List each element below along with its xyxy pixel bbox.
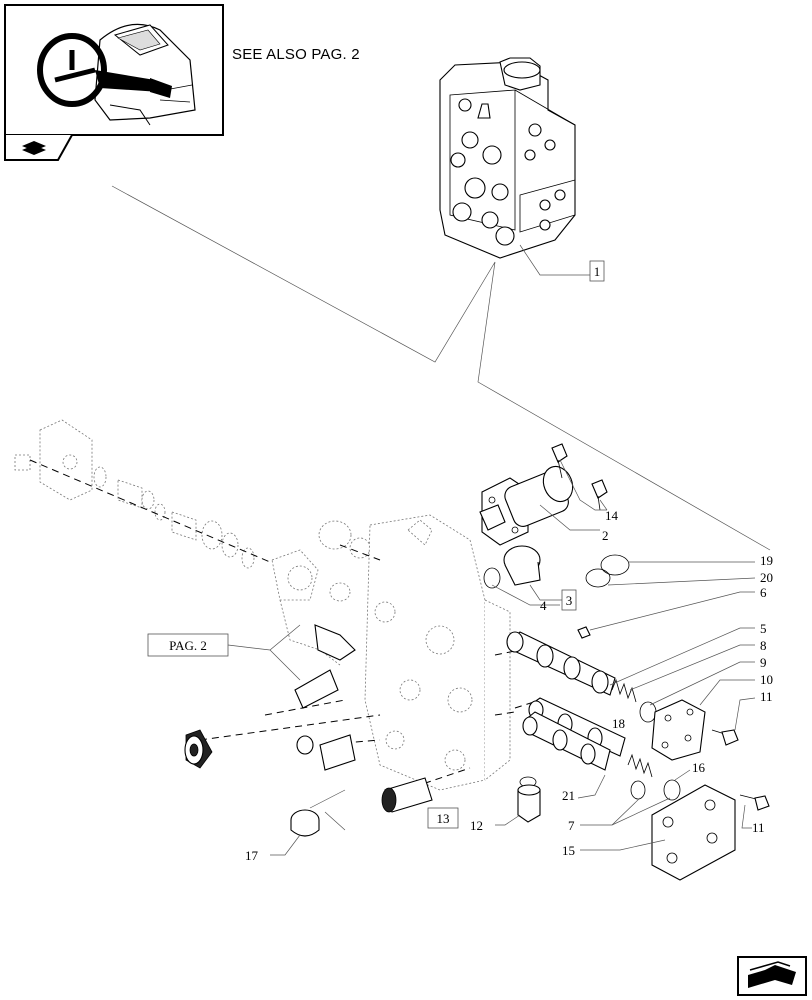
callout-11-lower: 11 xyxy=(752,820,765,835)
o-ring-7 xyxy=(630,780,646,800)
screws-14 xyxy=(551,443,608,511)
callout-13: 13 xyxy=(437,811,450,826)
book-icon xyxy=(22,141,46,155)
plug-3 xyxy=(503,545,541,586)
fitting-left-upper xyxy=(184,729,213,769)
valve-assembly-complete xyxy=(439,57,576,259)
callout-7: 7 xyxy=(568,818,575,833)
callout-5: 5 xyxy=(760,621,767,636)
screw-11-upper xyxy=(711,729,739,746)
callout-3: 3 xyxy=(566,593,573,608)
cover-plate-small xyxy=(651,699,706,761)
o-ring-20 xyxy=(585,568,611,588)
fitting-center xyxy=(381,777,433,813)
callout-21: 21 xyxy=(562,788,575,803)
callout-10: 10 xyxy=(760,672,773,687)
tractor-cab-steering-thumbnail xyxy=(37,23,196,126)
callout-11-upper: 11 xyxy=(760,689,773,704)
callout-8: 8 xyxy=(760,638,767,653)
callout-1: 1 xyxy=(594,264,601,279)
callout-4: 4 xyxy=(540,598,547,613)
o-ring-16 xyxy=(663,779,681,801)
fitting-pag2 xyxy=(294,624,356,709)
callout-14: 14 xyxy=(605,508,619,523)
fitting-left-lower xyxy=(296,734,356,771)
callout-12: 12 xyxy=(470,818,483,833)
spring-upper xyxy=(611,678,637,703)
callout-2: 2 xyxy=(602,528,609,543)
callout-6: 6 xyxy=(760,585,767,600)
cover-plate-large xyxy=(651,784,736,881)
cap-17 xyxy=(290,809,320,837)
pin-6 xyxy=(577,626,591,639)
callout-15: 15 xyxy=(562,843,575,858)
callout-19: 19 xyxy=(760,553,773,568)
ghost-parts-pag2 xyxy=(14,419,511,791)
next-page-arrow-icon[interactable] xyxy=(737,956,807,996)
callout-9: 9 xyxy=(760,655,767,670)
o-ring-4 xyxy=(483,567,501,589)
solenoid-valve xyxy=(479,465,574,546)
thumbnail-frame xyxy=(4,4,224,161)
callout-20: 20 xyxy=(760,570,773,585)
plug-12 xyxy=(517,784,541,823)
spool-upper xyxy=(506,631,616,696)
o-ring-19 xyxy=(600,554,630,576)
screw-11-lower xyxy=(739,794,770,811)
callout-16: 16 xyxy=(692,760,706,775)
callout-17: 17 xyxy=(245,848,259,863)
callout-pag2: PAG. 2 xyxy=(169,638,207,653)
spool-lower xyxy=(522,697,626,771)
o-ring-9 xyxy=(639,701,657,723)
spring-lower xyxy=(627,753,653,778)
callout-18: 18 xyxy=(612,716,625,731)
see-also-note: SEE ALSO PAG. 2 xyxy=(232,46,360,63)
